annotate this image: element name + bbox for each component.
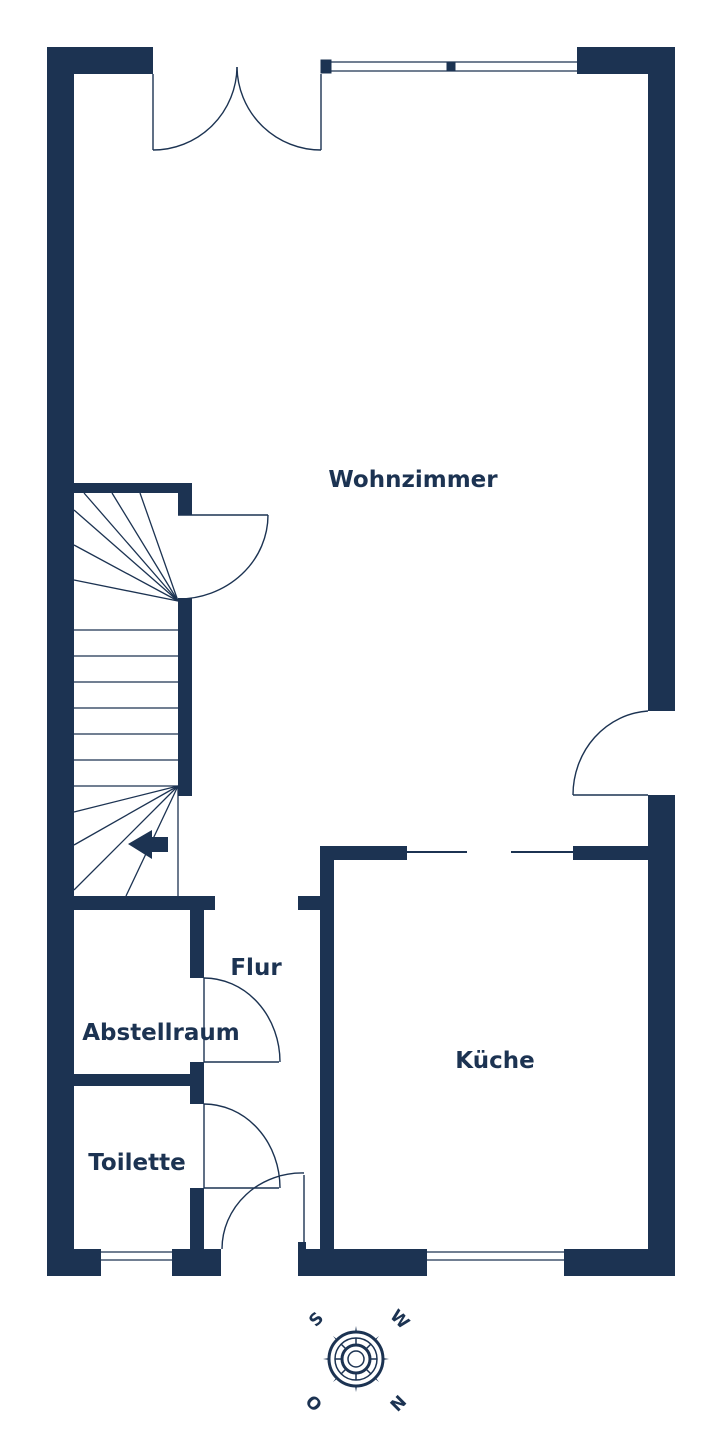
windows (101, 59, 577, 1261)
wall-left (47, 47, 74, 1276)
toilette-door-arc (203, 1103, 281, 1189)
terrace-door-right-arc (236, 66, 322, 151)
wall-kitchen-left (320, 846, 334, 1249)
wall-top-left (47, 47, 153, 74)
wall-stair-right (178, 598, 192, 796)
wall-kitchen-top-left (320, 846, 407, 860)
entrance-door-arc (221, 1172, 305, 1250)
wall-right-upper (648, 47, 675, 711)
stairs (73, 492, 179, 897)
room-label-wohnzimmer: Wohnzimmer (328, 467, 498, 493)
compass-label-s: S (305, 1308, 328, 1331)
wall-toilet-right-top (190, 1062, 204, 1104)
compass-label-w: W (386, 1306, 414, 1334)
wall-flur-top (74, 896, 215, 910)
compass-label-n: N (385, 1390, 409, 1414)
stair-door-arc (177, 514, 269, 600)
wall-bottom-kitchen-right (564, 1249, 675, 1276)
wall-abstell-bottom (74, 1074, 204, 1086)
room-label-abstellraum: Abstellraum (82, 1020, 240, 1046)
wall-bottom-kitchen-left (305, 1249, 427, 1276)
room-label-kueche: Küche (455, 1048, 534, 1074)
room-labels: Wohnzimmer Flur Abstellraum Toilette Küc… (82, 467, 534, 1176)
wall-bottom-toilet-left (47, 1249, 101, 1276)
wall-bottom-toilet-right (172, 1249, 221, 1276)
wall-flur-top-right (298, 896, 323, 910)
side-door-arc (572, 710, 649, 796)
room-label-flur: Flur (230, 955, 282, 981)
walls (47, 47, 675, 1276)
wall-stair-top (74, 483, 192, 493)
wall-hall-jamb (298, 1242, 306, 1276)
wall-kitchen-top-right (573, 846, 653, 860)
doors (152, 66, 649, 1250)
abstellraum-door-arc (203, 977, 281, 1063)
terrace-door-left-arc (152, 66, 238, 151)
wall-abstell-right (190, 896, 204, 978)
wall-stair-right-top (178, 483, 192, 515)
room-label-toilette: Toilette (88, 1150, 185, 1176)
compass-icon: S W N O (303, 1306, 414, 1414)
compass-label-o: O (303, 1390, 327, 1414)
stair-direction-arrow-icon (128, 830, 168, 859)
wall-right-lower (648, 795, 675, 1276)
wall-toilet-right-bottom (190, 1188, 204, 1249)
